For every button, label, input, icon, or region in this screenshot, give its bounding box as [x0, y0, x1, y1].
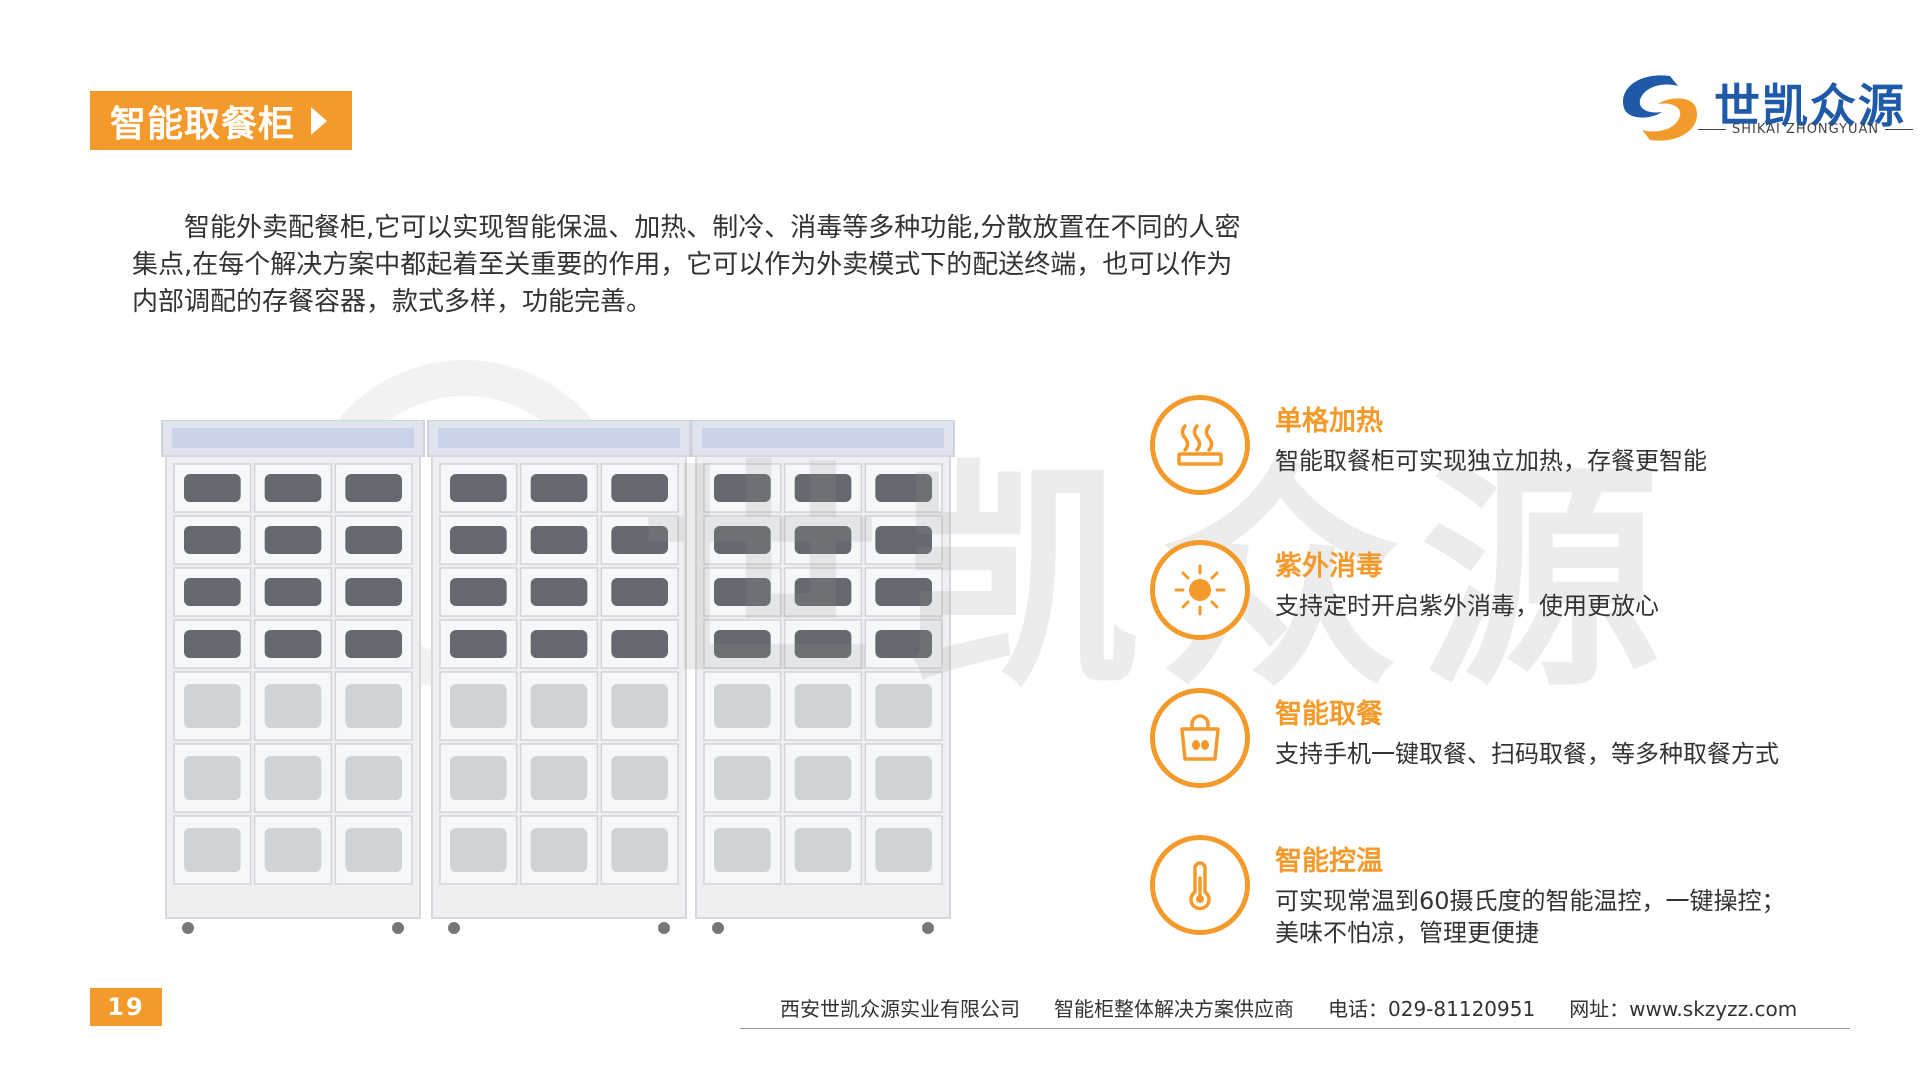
feature-description: 支持定时开启紫外消毒，使用更放心 — [1275, 592, 1659, 620]
footer-phone: 电话：029-81120951 — [1328, 997, 1536, 1021]
feature-title: 单格加热 — [1275, 406, 1383, 437]
feature-temperature-control: 智能控温 可实现常温到60摄氏度的智能温控，一键操控； 美味不怕凉，管理更便捷 — [1150, 835, 1850, 947]
section-title-tag: 智能取餐柜 — [90, 91, 352, 150]
logo-english-name: SHIKAI ZHONGYUAN — [1692, 122, 1919, 137]
feature-title: 紫外消毒 — [1275, 551, 1383, 582]
feature-description-line: 可实现常温到60摄氏度的智能温控，一键操控； — [1275, 887, 1786, 915]
footer-bar: 西安世凯众源实业有限公司 智能柜整体解决方案供应商 电话：029-8112095… — [740, 993, 1850, 1029]
company-logo: 世凯众源 SHIKAI ZHONGYUAN — [1610, 68, 1904, 148]
feature-heating: 单格加热 智能取餐柜可实现独立加热，存餐更智能 — [1150, 395, 1850, 505]
uv-sun-icon — [1150, 540, 1250, 640]
feature-title: 智能控温 — [1275, 846, 1383, 877]
food-locker-cabinets-image — [161, 420, 955, 934]
feature-description-line: 美味不怕凉，管理更便捷 — [1275, 919, 1539, 947]
arrow-right-icon — [311, 106, 328, 135]
feature-title: 智能取餐 — [1275, 699, 1383, 730]
footer-tagline: 智能柜整体解决方案供应商 — [1054, 997, 1294, 1021]
page-number: 19 — [90, 988, 162, 1026]
feature-uv-disinfection: 紫外消毒 支持定时开启紫外消毒，使用更放心 — [1150, 540, 1850, 650]
thermometer-icon — [1150, 835, 1250, 935]
feature-description: 智能取餐柜可实现独立加热，存餐更智能 — [1275, 447, 1707, 475]
feature-description: 可实现常温到60摄氏度的智能温控，一键操控； 美味不怕凉，管理更便捷 — [1275, 885, 1786, 949]
heat-icon — [1150, 395, 1250, 495]
section-title: 智能取餐柜 — [110, 103, 296, 145]
shopping-bag-icon — [1150, 688, 1250, 788]
footer-website: 网址：www.skzyzz.com — [1569, 997, 1798, 1021]
footer-company: 西安世凯众源实业有限公司 — [780, 997, 1020, 1021]
logo-swirl-icon — [1623, 75, 1697, 141]
feature-smart-pickup: 智能取餐 支持手机一键取餐、扫码取餐，等多种取餐方式 — [1150, 688, 1850, 798]
intro-paragraph: 智能外卖配餐柜,它可以实现智能保温、加热、制冷、消毒等多种功能,分散放置在不同的… — [132, 213, 1241, 317]
feature-description: 支持手机一键取餐、扫码取餐，等多种取餐方式 — [1275, 740, 1779, 768]
